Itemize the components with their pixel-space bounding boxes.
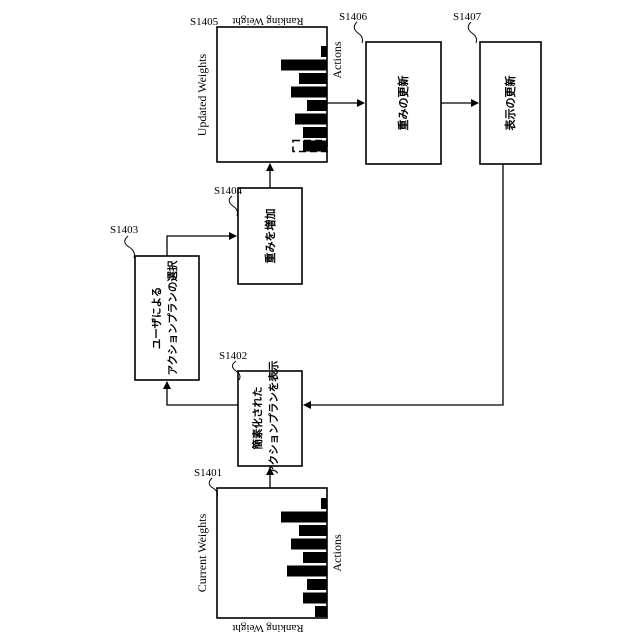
step-s1406: 重みの更新 S1406 — [339, 11, 441, 164]
step-label-s1403: S1403 — [110, 224, 139, 236]
step-s1403: ユーザによる アクションプランの選択 S1403 — [110, 224, 199, 380]
box-s1404-text: 重みを増加 — [263, 209, 277, 264]
bar-8 — [303, 593, 327, 604]
step-label-s1404: S1404 — [214, 185, 243, 197]
updated-weights-bars — [281, 46, 327, 152]
bar-6 — [287, 566, 327, 577]
arrow-s1407-to-s1402 — [304, 164, 503, 405]
updated-weights-chart: Updated Weights Actions Ranking Weight S… — [190, 15, 344, 162]
box-s1402-line2: アクションプランを表示 — [267, 360, 280, 475]
step-label-s1405: S1405 — [190, 16, 219, 28]
leader-s1404 — [229, 196, 237, 216]
leader-s1403 — [125, 236, 135, 258]
step-label-s1401: S1401 — [194, 467, 222, 479]
step-s1402: 簡素化された アクションプランを表示 S1402 — [219, 350, 302, 475]
step-label-s1402: S1402 — [219, 350, 247, 362]
leader-s1407 — [468, 22, 476, 43]
bar-1 — [321, 498, 327, 509]
bar-1 — [321, 46, 327, 57]
bar-2 — [281, 60, 327, 71]
bar-9 — [315, 606, 327, 617]
current-weights-ylabel: Ranking Weight — [232, 622, 303, 634]
arrow-s1402-to-s1403 — [167, 382, 238, 405]
current-weights-chart: Current Weights Actions Ranking Weight S… — [194, 467, 344, 634]
leader-s1406 — [354, 22, 362, 43]
box-s1403-line2: アクションプランの選択 — [166, 260, 179, 375]
updated-weights-ylabel: Ranking Weight — [232, 15, 303, 27]
bar-5 — [303, 552, 327, 563]
bar-6 — [295, 114, 327, 125]
bar-7 — [303, 127, 327, 138]
bar-3 — [299, 525, 327, 536]
arrow-s1403-to-s1404 — [167, 236, 236, 256]
updated-weights-xlabel: Actions — [330, 41, 344, 79]
step-s1407: 表示の更新 S1407 — [453, 11, 541, 164]
bar-5 — [307, 100, 327, 111]
box-s1403-line1: ユーザによる — [151, 287, 163, 349]
bar-2 — [281, 512, 327, 523]
bar-4 — [291, 539, 327, 550]
step-label-s1407: S1407 — [453, 11, 482, 23]
step-label-s1406: S1406 — [339, 11, 368, 23]
box-s1406-text: 重みの更新 — [396, 76, 410, 131]
current-weights-xlabel: Actions — [330, 534, 344, 572]
bar-7 — [307, 579, 327, 590]
bar-3 — [299, 73, 327, 84]
current-weights-bars — [281, 498, 327, 617]
bar-8 — [303, 141, 327, 152]
box-s1407-text: 表示の更新 — [503, 76, 517, 132]
current-weights-title: Current Weights — [195, 513, 209, 592]
bar-4 — [291, 87, 327, 98]
updated-weights-title: Updated Weights — [195, 53, 209, 136]
step-s1404: 重みを増加 S1404 — [214, 185, 302, 284]
box-s1402-line1: 簡素化された — [251, 387, 264, 451]
